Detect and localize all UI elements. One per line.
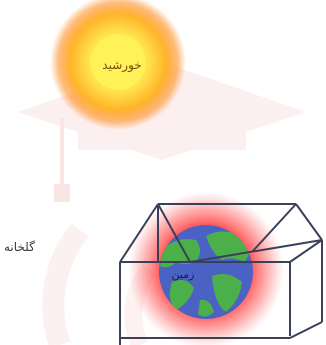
greenhouse-box	[119, 203, 323, 345]
sun-label: خورشید	[102, 58, 142, 72]
greenhouse-label: گلخانه	[4, 240, 35, 254]
earth	[159, 225, 253, 319]
earth-label: زمین	[171, 268, 195, 281]
sun	[50, 0, 186, 130]
